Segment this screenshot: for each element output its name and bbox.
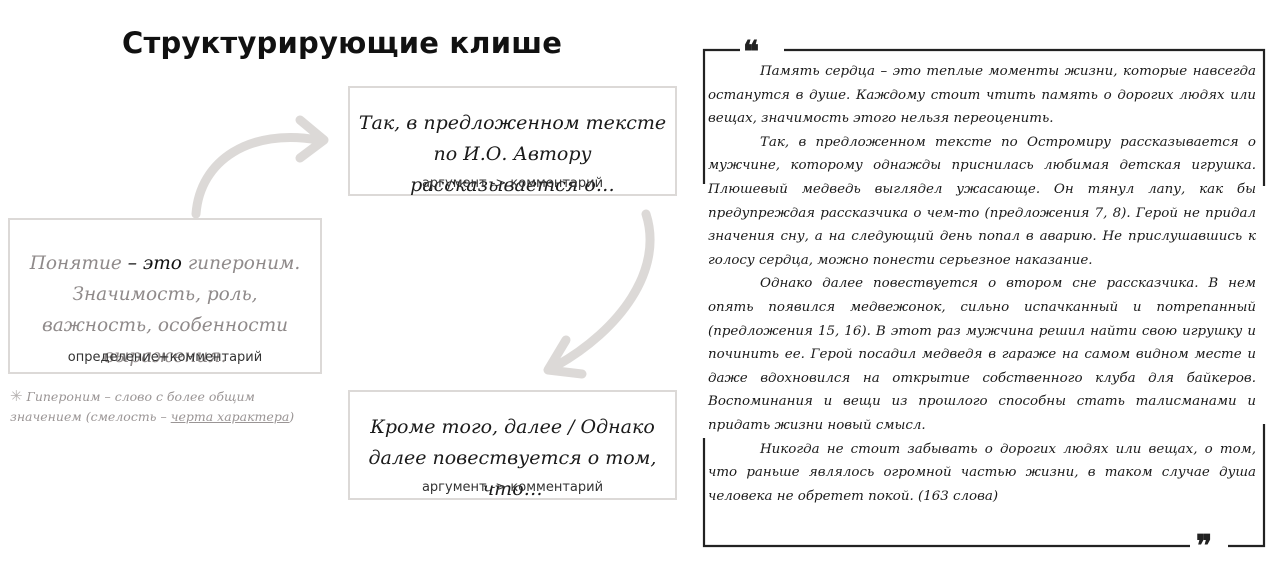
arrow-up-right (191, 132, 323, 219)
cliche-second-argument-text: Кроме того, далее / Однако далее повеств… (368, 416, 657, 500)
quote-frame (702, 48, 1266, 548)
arrow-up-right-head (295, 115, 329, 163)
essay-paragraph: Однако далее повествуется о втором сне р… (708, 276, 1256, 433)
cliche-argument-text: Так, в предложенном тексте по И.О. Автор… (358, 112, 667, 196)
concept-dash: – (121, 253, 143, 274)
page-title: Структурирующие клише (122, 26, 563, 60)
hyperonym-footnote: ✳ Гипероним – слово с более общим значен… (10, 386, 310, 427)
essay-paragraph: Никогда не стоит забывать о дорогих людя… (708, 441, 1256, 504)
close-quote-icon: ❞ (1196, 529, 1213, 564)
footnote-close: ) (289, 409, 295, 424)
footnote-example: черта характера (170, 409, 290, 424)
arrow-down-left (551, 209, 655, 371)
essay-paragraph: Память сердца – это теплые моменты жизни… (708, 64, 1256, 127)
cliche-argument-box: Так, в предложенном тексте по И.О. Автор… (348, 86, 677, 196)
essay-text: Память сердца – это теплые моменты жизни… (708, 60, 1256, 508)
footnote-text: Гипероним – слово с более общим значение… (10, 389, 255, 424)
asterisk-icon: ✳ (10, 387, 23, 405)
concept-caption: определение+комментарий (67, 350, 263, 365)
open-quote-icon: ❝ (743, 35, 760, 70)
concept-rest: гипероним. Значимость, роль, важность, о… (41, 253, 301, 367)
concept-word: Понятие (29, 253, 122, 274)
cliche-second-argument-caption: аргумент -> комментарий (421, 480, 604, 495)
cliche-argument-caption: аргумент -> комментарий (421, 176, 604, 191)
arrow-down-left-head (543, 335, 587, 379)
concept-is: это (142, 253, 182, 274)
essay-paragraph: Так, в предложенном тексте по Остромиру … (708, 134, 1256, 268)
concept-definition-text: Понятие – это гипероним. Значимость, рол… (16, 248, 314, 372)
cliche-second-argument-box: Кроме того, далее / Однако далее повеств… (348, 390, 677, 500)
concept-definition-box: Понятие – это гипероним. Значимость, рол… (8, 218, 322, 374)
